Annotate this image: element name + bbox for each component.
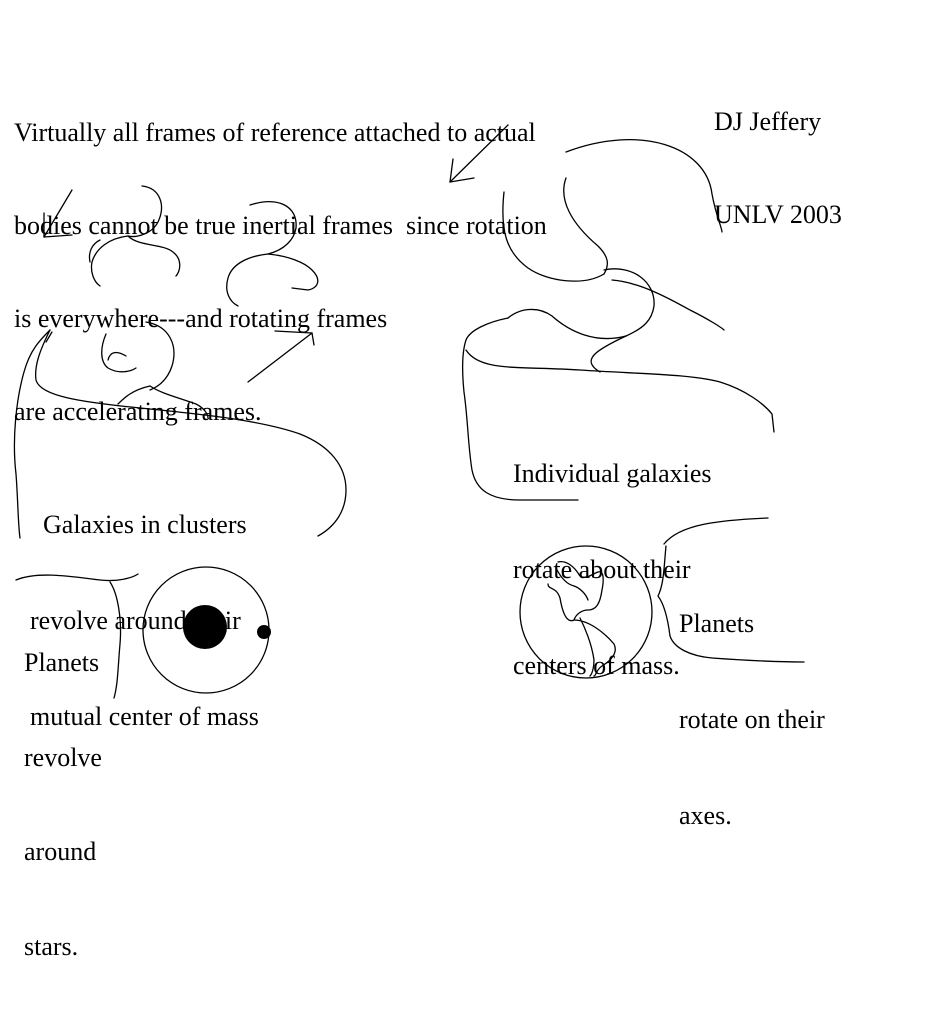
cluster-galaxy-bottom	[101, 321, 209, 419]
planets-revolve-bracket	[15, 573, 139, 699]
author-affiliation: UNLV 2003	[714, 200, 842, 229]
label-line: Individual galaxies	[513, 459, 712, 488]
earth-globe-icon	[519, 545, 653, 679]
caption-text: Virtually all frames of reference attach…	[14, 55, 547, 489]
author-credit: DJ Jeffery UNLV 2003	[714, 44, 842, 292]
caption-line: is everywhere---and rotating frames	[14, 304, 388, 333]
caption-line: Virtually all frames of reference attach…	[14, 118, 536, 147]
large-spiral-galaxy	[502, 139, 725, 373]
caption-line: bodies cannot be true inertial frames si…	[14, 211, 547, 240]
label-line: stars.	[24, 931, 79, 961]
individual-galaxies-bubble	[462, 317, 775, 501]
label-line: Planets	[24, 648, 100, 677]
arrow-down-left-center	[449, 124, 509, 183]
individual-galaxies-label: Individual galaxies rotate about their c…	[513, 394, 712, 746]
orbiting-planet-icon	[257, 625, 271, 639]
arrow-down-left-clusters	[43, 189, 73, 238]
label-line: rotate about their	[513, 555, 691, 584]
planets-rotate-bracket	[657, 517, 805, 663]
star-icon	[183, 605, 227, 649]
star-orbit-system	[142, 566, 271, 694]
diagram-canvas: Virtually all frames of reference attach…	[13, 44, 842, 961]
cluster-galaxy-middle	[226, 201, 319, 307]
author-name: DJ Jeffery	[714, 107, 822, 136]
cluster-galaxy-left	[88, 185, 181, 287]
label-line: axes.	[679, 801, 732, 830]
diagram-drawing	[13, 124, 805, 699]
galaxy-clusters-bubble	[13, 329, 347, 539]
label-line: Galaxies in clusters	[30, 510, 247, 539]
arrow-up-right-clusters	[247, 330, 315, 383]
label-line: around	[24, 837, 97, 866]
label-line: revolve	[24, 742, 102, 772]
label-line: Planets	[679, 609, 755, 638]
